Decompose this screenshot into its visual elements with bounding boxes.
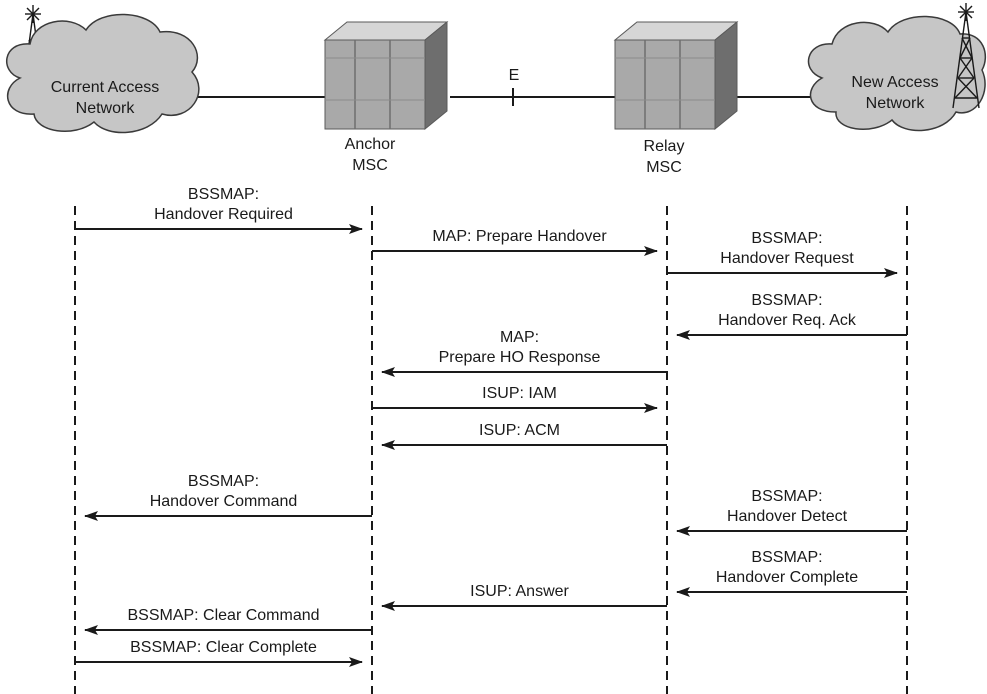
message-label: Handover Required [154,206,293,223]
message-label: ISUP: IAM [482,385,557,402]
message-label: BSSMAP: Clear Complete [130,639,317,656]
message-label: BSSMAP: [188,473,259,490]
message-m8: BSSMAP: Handover Command [84,473,372,521]
anchor-msc: Anchor MSC [323,20,449,174]
message-m3: BSSMAP: Handover Request [667,230,898,278]
message-label: MAP: Prepare Handover [432,228,607,245]
message-label: Handover Req. Ack [718,312,857,329]
message-m10: BSSMAP: Handover Complete [676,549,907,597]
message-label: BSSMAP: [751,549,822,566]
cloud-icon [5,13,200,134]
message-label: Handover Complete [716,569,858,586]
message-label: Handover Command [150,493,298,510]
anchor-msc-label-line2: MSC [352,157,388,174]
message-label: BSSMAP: Clear Command [127,607,319,624]
message-label: BSSMAP: [751,488,822,505]
anchor-msc-label-line1: Anchor [345,136,396,153]
relay-msc: Relay MSC [613,20,739,176]
message-label: Handover Detect [727,508,848,525]
message-label: BSSMAP: [751,292,822,309]
interface-label: E [509,67,520,84]
message-label: BSSMAP: [751,230,822,247]
message-label: BSSMAP: [188,186,259,203]
relay-msc-label-line1: Relay [644,138,685,155]
message-label: MAP: [500,329,539,346]
message-m13: BSSMAP: Clear Complete [75,639,363,667]
current-access-network: Current Access Network [5,13,200,134]
message-label: Handover Request [720,250,854,267]
message-m2: MAP: Prepare Handover [372,228,658,256]
message-m5: MAP: Prepare HO Response [381,329,667,377]
lifelines [74,206,908,694]
message-label: ISUP: Answer [470,583,569,600]
switch-icon [613,20,739,131]
message-m12: BSSMAP: Clear Command [84,607,372,635]
current-access-network-label-line2: Network [76,100,136,117]
new-access-network-label-line1: New Access [851,74,938,91]
antenna-tower-icon [952,3,980,109]
message-label: Prepare HO Response [439,349,601,366]
new-access-network: New Access Network [807,15,986,132]
message-m6: ISUP: IAM [372,385,658,413]
relay-msc-label-line2: MSC [646,159,682,176]
message-label: ISUP: ACM [479,422,560,439]
switch-icon [323,20,449,131]
message-m4: BSSMAP: Handover Req. Ack [676,292,907,340]
cloud-icon [807,15,986,132]
new-access-network-label-line2: Network [866,95,926,112]
message-m11: ISUP: Answer [381,583,667,611]
current-access-network-label-line1: Current Access [51,79,159,96]
message-m9: BSSMAP: Handover Detect [676,488,907,536]
message-m7: ISUP: ACM [381,422,667,450]
message-m1: BSSMAP: Handover Required [75,186,363,234]
